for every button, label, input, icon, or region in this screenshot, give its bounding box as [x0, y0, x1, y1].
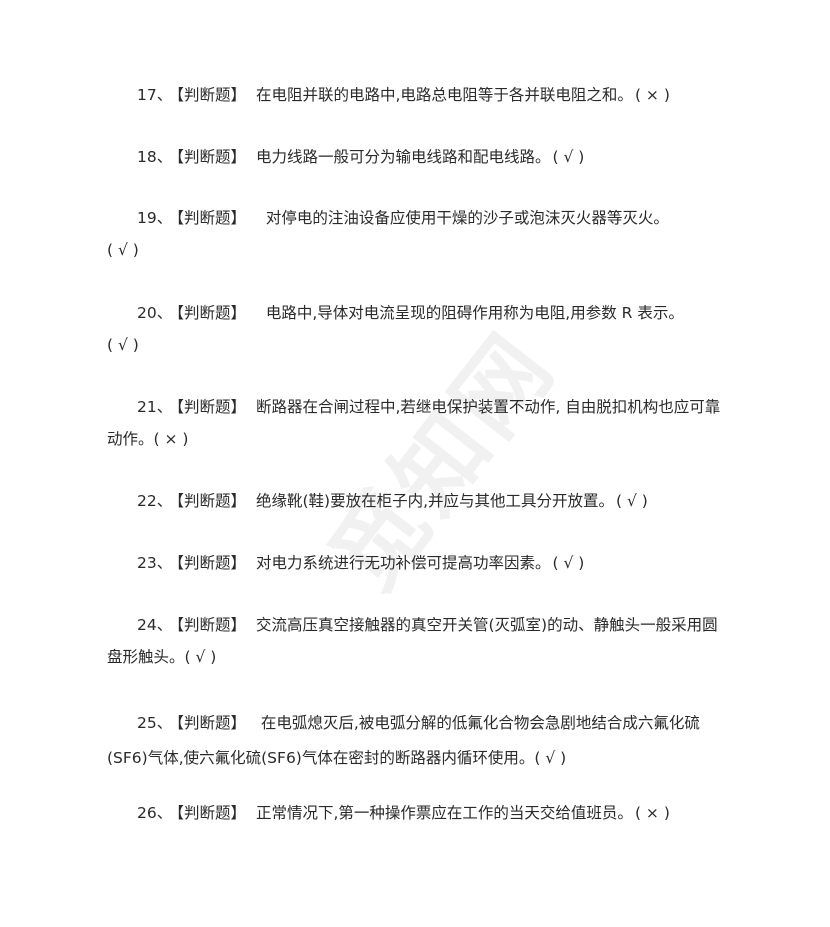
- question-number: 17、: [137, 86, 173, 104]
- question-line: 21、【判断题】断路器在合闸过程中,若继电保护装置不动作, 自由脱扣机构也应可靠: [107, 391, 727, 423]
- question-number: 21、: [137, 398, 173, 416]
- question-number: 19、: [137, 209, 173, 227]
- question-line: 26、【判断题】正常情况下,第一种操作票应在工作的当天交给值班员。( × ): [107, 797, 727, 829]
- question-21: 21、【判断题】断路器在合闸过程中,若继电保护装置不动作, 自由脱扣机构也应可靠…: [107, 391, 727, 455]
- question-text-continued: 动作。( × ): [107, 430, 189, 448]
- question-text: 电力线路一般可分为输电线路和配电线路。: [256, 148, 551, 166]
- question-text: 对停电的注油设备应使用干燥的沙子或泡沫灭火器等灭火。: [256, 209, 669, 227]
- question-26: 26、【判断题】正常情况下,第一种操作票应在工作的当天交给值班员。( × ): [107, 797, 727, 829]
- question-type-tag: 【判断题】: [176, 492, 246, 510]
- question-number: 24、: [137, 616, 173, 634]
- question-type-tag: 【判断题】: [176, 554, 246, 572]
- question-18: 18、【判断题】电力线路一般可分为输电线路和配电线路。( √ ): [107, 141, 727, 173]
- question-line: 20、【判断题】 电路中,导体对电流呈现的阻碍作用称为电阻,用参数 R 表示。: [107, 297, 727, 329]
- question-type-tag: 【判断题】: [176, 714, 246, 732]
- question-type-tag: 【判断题】: [176, 209, 246, 227]
- question-answer: ( √ ): [107, 241, 139, 259]
- question-17: 17、【判断题】在电阻并联的电路中,电路总电阻等于各并联电阻之和。( × ): [107, 79, 727, 111]
- question-text: 电路中,导体对电流呈现的阻碍作用称为电阻,用参数 R 表示。: [256, 304, 684, 322]
- question-type-tag: 【判断题】: [176, 148, 246, 166]
- question-answer: ( √ ): [552, 148, 585, 166]
- question-24: 24、【判断题】交流高压真空接触器的真空开关管(灭弧室)的动、静触头一般采用圆 …: [107, 609, 727, 673]
- question-answer: ( × ): [634, 86, 670, 104]
- question-25: 25、【判断题】 在电弧熄灭后,被电弧分解的低氟化合物会急剧地结合成六氟化硫 (…: [107, 706, 727, 776]
- question-number: 23、: [137, 554, 173, 572]
- question-type-tag: 【判断题】: [176, 804, 246, 822]
- question-text: 断路器在合闸过程中,若继电保护装置不动作, 自由脱扣机构也应可靠: [256, 398, 721, 416]
- question-text: 交流高压真空接触器的真空开关管(灭弧室)的动、静触头一般采用圆: [256, 616, 718, 634]
- question-text: 在电弧熄灭后,被电弧分解的低氟化合物会急剧地结合成六氟化硫: [256, 714, 700, 732]
- question-type-tag: 【判断题】: [176, 304, 246, 322]
- question-text: 绝缘靴(鞋)要放在柜子内,并应与其他工具分开放置。: [256, 492, 615, 510]
- question-line: 17、【判断题】在电阻并联的电路中,电路总电阻等于各并联电阻之和。( × ): [107, 79, 727, 111]
- question-22: 22、【判断题】绝缘靴(鞋)要放在柜子内,并应与其他工具分开放置。( √ ): [107, 485, 727, 517]
- question-line: 25、【判断题】 在电弧熄灭后,被电弧分解的低氟化合物会急剧地结合成六氟化硫: [107, 706, 727, 741]
- question-text-continued: 盘形触头。( √ ): [107, 648, 217, 666]
- question-text: 正常情况下,第一种操作票应在工作的当天交给值班员。: [256, 804, 633, 822]
- question-line: 23、【判断题】对电力系统进行无功补偿可提高功率因素。( √ ): [107, 547, 727, 579]
- question-number: 26、: [137, 804, 173, 822]
- question-answer: ( √ ): [107, 336, 139, 354]
- question-answer: ( × ): [634, 804, 670, 822]
- question-type-tag: 【判断题】: [176, 398, 246, 416]
- question-line: 18、【判断题】电力线路一般可分为输电线路和配电线路。( √ ): [107, 141, 727, 173]
- question-line: 24、【判断题】交流高压真空接触器的真空开关管(灭弧室)的动、静触头一般采用圆: [107, 609, 727, 641]
- question-text-continued: (SF6)气体,使六氟化硫(SF6)气体在密封的断路器内循环使用。( √ ): [107, 749, 567, 767]
- question-text: 对电力系统进行无功补偿可提高功率因素。: [256, 554, 551, 572]
- question-line: 22、【判断题】绝缘靴(鞋)要放在柜子内,并应与其他工具分开放置。( √ ): [107, 485, 727, 517]
- question-23: 23、【判断题】对电力系统进行无功补偿可提高功率因素。( √ ): [107, 547, 727, 579]
- question-number: 20、: [137, 304, 173, 322]
- question-answer: ( √ ): [552, 554, 585, 572]
- question-number: 18、: [137, 148, 173, 166]
- question-type-tag: 【判断题】: [176, 86, 246, 104]
- question-text: 在电阻并联的电路中,电路总电阻等于各并联电阻之和。: [256, 86, 633, 104]
- question-type-tag: 【判断题】: [176, 616, 246, 634]
- question-answer: ( √ ): [616, 492, 648, 510]
- question-20: 20、【判断题】 电路中,导体对电流呈现的阻碍作用称为电阻,用参数 R 表示。 …: [107, 297, 727, 361]
- question-line: 19、【判断题】 对停电的注油设备应使用干燥的沙子或泡沫灭火器等灭火。: [107, 202, 727, 234]
- question-19: 19、【判断题】 对停电的注油设备应使用干燥的沙子或泡沫灭火器等灭火。 ( √ …: [107, 202, 727, 266]
- question-number: 22、: [137, 492, 173, 510]
- question-number: 25、: [137, 714, 173, 732]
